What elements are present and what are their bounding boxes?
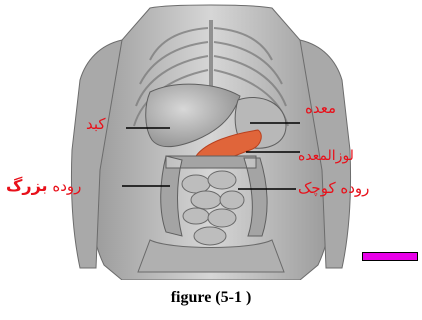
figure-caption: figure (5-1 ) [0,289,422,307]
label-liver: کبد [86,117,106,132]
label-large-intestine-word1: روده [48,177,82,195]
label-large-intestine: روده بزرگ [6,178,81,194]
label-large-intestine-word2: بزرگ [6,176,48,195]
anatomy-illustration [0,0,422,280]
label-pancreas: لوزالمعده [298,149,354,163]
label-small-intestine: روده کوچک [298,181,369,196]
label-stomach: معده [305,101,336,116]
magenta-marker-bar [362,252,418,261]
